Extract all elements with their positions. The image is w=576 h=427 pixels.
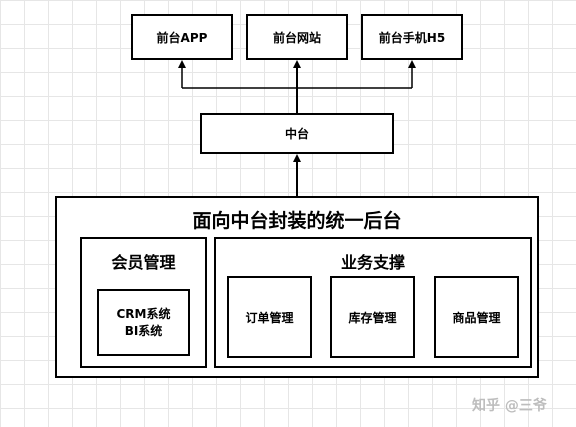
frontend-website-label: 前台网站 — [272, 30, 321, 45]
bi-system-label: BI系统 — [124, 323, 163, 338]
watermark: 知乎 @三爷 — [472, 398, 547, 414]
unified-backend-title: 面向中台封装的统一后台 — [192, 210, 402, 232]
frontend-h5-label: 前台手机H5 — [378, 30, 446, 45]
frontend-app-box: 前台APP — [131, 14, 233, 60]
middle-platform-label: 中台 — [284, 127, 309, 141]
order-management-box: 订单管理 — [227, 276, 312, 358]
business-support-title: 业务支撑 — [340, 253, 405, 272]
inventory-management-label: 库存管理 — [348, 310, 397, 325]
order-management-label: 订单管理 — [245, 310, 294, 325]
member-management-title: 会员管理 — [111, 253, 176, 272]
frontend-website-box: 前台网站 — [246, 14, 348, 60]
frontend-h5-box: 前台手机H5 — [361, 14, 463, 60]
inventory-management-box: 库存管理 — [330, 276, 415, 358]
middle-platform-box: 中台 — [200, 113, 394, 154]
product-management-label: 商品管理 — [452, 310, 501, 325]
crm-bi-systems-box: CRM系统 BI系统 — [97, 289, 190, 356]
frontend-app-label: 前台APP — [156, 30, 208, 45]
crm-system-label: CRM系统 — [116, 306, 171, 321]
product-management-box: 商品管理 — [434, 276, 519, 358]
